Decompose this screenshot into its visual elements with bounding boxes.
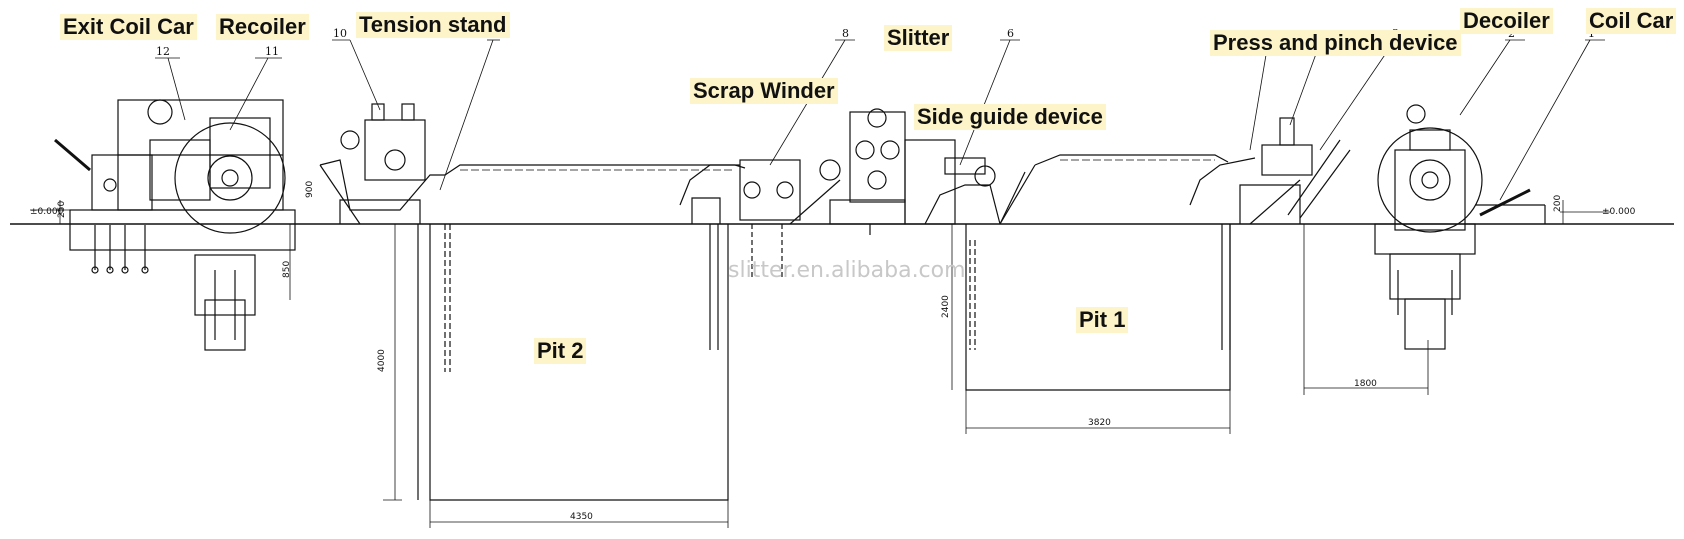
press-pinch-machine	[1189, 117, 1351, 350]
dim-2400: 2400	[941, 295, 951, 318]
callout-6: 6	[1007, 27, 1014, 40]
tension-stand-machine	[319, 103, 445, 225]
dim-250: 250	[57, 201, 67, 218]
label-pit-2: Pit 2	[534, 338, 587, 364]
dim-4350: 4350	[570, 512, 593, 522]
label-pit-1: Pit 1	[1076, 307, 1129, 333]
callout-8: 8	[842, 27, 849, 40]
dim-1800: 1800	[1354, 379, 1377, 389]
slitter-machine	[789, 108, 906, 235]
label-decoiler: Decoiler	[1460, 8, 1553, 34]
label-recoiler: Recoiler	[216, 14, 309, 40]
label-tension-stand: Tension stand	[356, 12, 510, 38]
level-right: ±0.000	[1602, 207, 1636, 217]
dim-900: 900	[305, 181, 315, 198]
side-guide-machine	[904, 139, 1036, 225]
dim-200: 200	[1553, 195, 1563, 212]
dimension-texts: 4350 4000 3820 2400 1800 850 250 200 900…	[30, 181, 1636, 522]
decoiler-machine	[1374, 104, 1610, 350]
label-exit-coil-car: Exit Coil Car	[60, 14, 197, 40]
level-left: ±0.000	[30, 207, 64, 217]
label-coil-car: Coil Car	[1586, 8, 1677, 34]
callout-10: 10	[333, 27, 347, 40]
label-press-pinch-device: Press and pinch device	[1210, 30, 1461, 56]
recoiler-machine	[30, 99, 296, 351]
label-scrap-winder: Scrap Winder	[690, 78, 838, 104]
scrap-winder-machine	[679, 159, 801, 350]
label-slitter: Slitter	[884, 25, 953, 51]
label-side-guide-device: Side guide device	[914, 104, 1106, 130]
strip-path-2	[1034, 154, 1229, 166]
dim-850: 850	[282, 261, 292, 278]
dim-3820: 3820	[1088, 418, 1111, 428]
watermark: slitter.en.alibaba.com	[728, 258, 966, 283]
dim-4000: 4000	[377, 349, 387, 372]
dim-1800-lines	[1303, 224, 1429, 395]
pit-2-outline	[383, 223, 729, 528]
callout-12: 12	[156, 45, 170, 58]
callout-11: 11	[265, 45, 279, 58]
